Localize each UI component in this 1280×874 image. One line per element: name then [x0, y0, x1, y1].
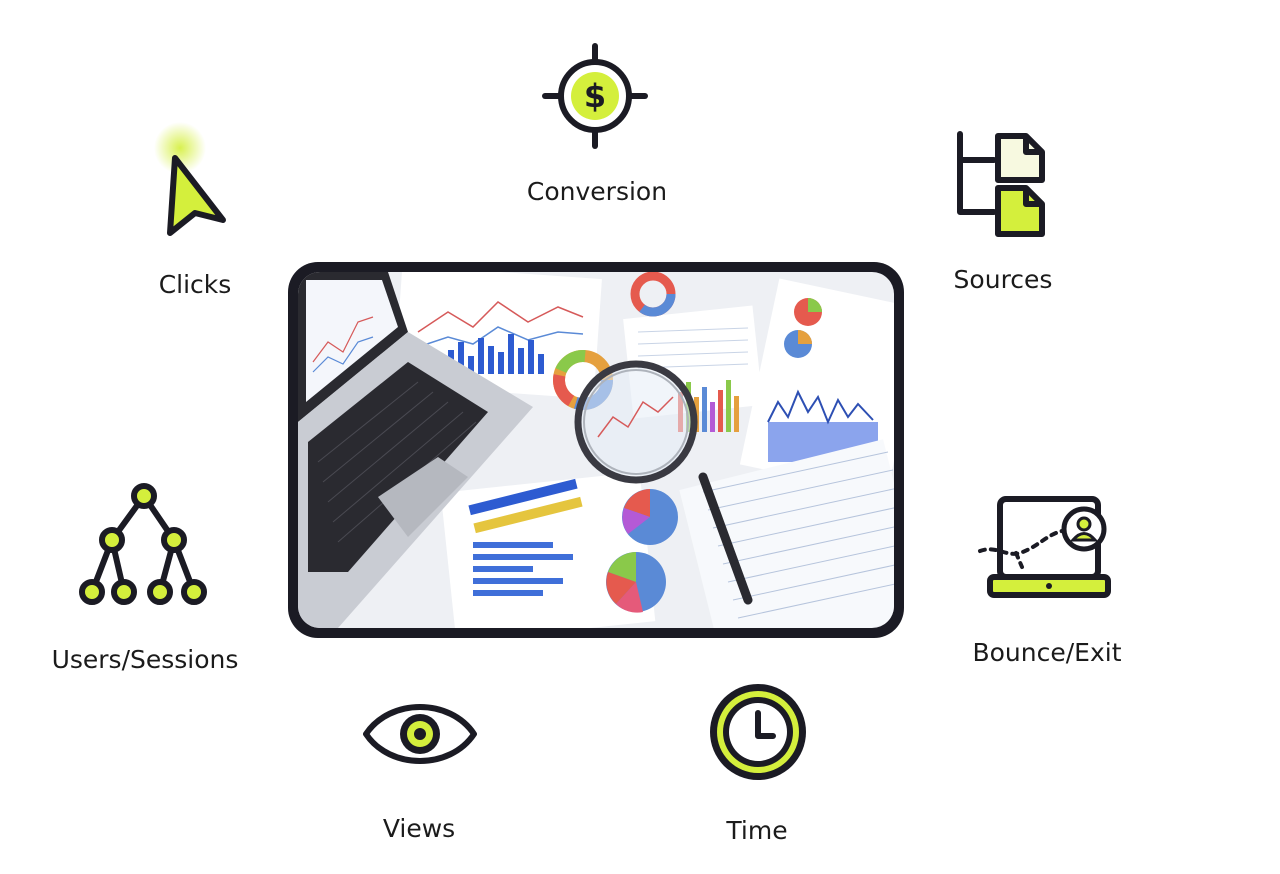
- svg-text:$: $: [584, 77, 606, 115]
- metric-label: Users/Sessions: [51, 645, 239, 674]
- spreadsheet-sheet: [679, 439, 894, 628]
- laptop-user-icon: [978, 496, 1111, 598]
- magnifying-glass: [574, 360, 753, 605]
- eye-icon: [363, 704, 477, 764]
- analytics-illustration: [298, 272, 894, 628]
- metric-label: Conversion: [526, 177, 668, 206]
- pie-charts: [606, 489, 678, 613]
- hierarchy-nodes-icon: [79, 483, 207, 605]
- cursor-arrow-icon: [154, 122, 226, 236]
- analytics-reports-photo: [288, 262, 904, 638]
- metric-label: Bounce/Exit: [972, 638, 1122, 667]
- metric-label: Time: [726, 816, 788, 845]
- bar-report-sheet: [440, 471, 656, 628]
- dollar-target-icon: $: [542, 43, 648, 149]
- file-tree-icon: [957, 131, 1045, 237]
- metric-label: Views: [382, 814, 456, 843]
- clock-icon: [710, 684, 806, 780]
- metric-label: Clicks: [158, 270, 232, 299]
- metric-label: Sources: [953, 265, 1053, 294]
- laptop: [298, 272, 533, 628]
